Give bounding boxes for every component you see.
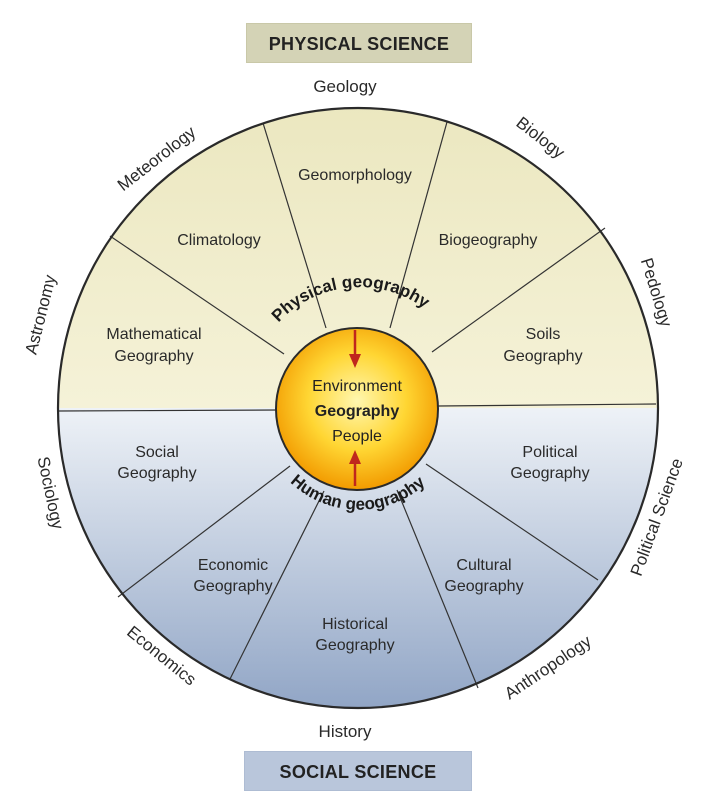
divider-social-south bbox=[117, 465, 291, 598]
discipline-sociology: Sociology bbox=[33, 455, 67, 532]
discipline-astronomy: Astronomy bbox=[22, 272, 60, 356]
sector-geomorphology: Geomorphology bbox=[298, 167, 412, 184]
divider-cultural-west bbox=[396, 489, 479, 689]
outer-ring bbox=[56, 106, 660, 710]
sector-climatology: Climatology bbox=[177, 232, 261, 249]
core-people: People bbox=[332, 428, 382, 445]
discipline-geology: Geology bbox=[313, 77, 377, 96]
sector-economic-line1: Economic bbox=[198, 557, 268, 574]
divider-geomorph-east bbox=[389, 121, 448, 329]
sector-social-line1: Social bbox=[135, 444, 179, 461]
sector-social-geography: Social Geography bbox=[117, 444, 196, 482]
sector-political-line2: Geography bbox=[510, 465, 589, 482]
social-science-banner: SOCIAL SCIENCE bbox=[244, 751, 472, 791]
sector-social-line2: Geography bbox=[117, 465, 196, 482]
divider-east bbox=[437, 403, 657, 407]
sector-soils-line2: Geography bbox=[503, 348, 582, 365]
core-environment: Environment bbox=[312, 378, 402, 395]
divider-economic-east bbox=[229, 490, 325, 680]
divider-political-south bbox=[425, 463, 599, 581]
core-geography: Geography bbox=[315, 403, 400, 420]
sector-cultural-line2: Geography bbox=[444, 578, 523, 595]
sector-mathematical-geography: Mathematical Geography bbox=[106, 326, 201, 365]
discipline-history: History bbox=[319, 722, 372, 741]
sector-soils-geography: Soils Geography bbox=[503, 326, 582, 365]
sector-soils-line1: Soils bbox=[526, 326, 561, 343]
divider-west bbox=[57, 409, 279, 412]
sector-dividers bbox=[57, 121, 657, 689]
physical-science-banner: PHYSICAL SCIENCE bbox=[246, 23, 472, 63]
sector-cultural-geography: Cultural Geography bbox=[444, 557, 523, 595]
sector-economic-line2: Geography bbox=[193, 578, 272, 595]
sector-cultural-line1: Cultural bbox=[456, 557, 511, 574]
geography-core bbox=[275, 327, 439, 491]
divider-geomorph-west bbox=[262, 122, 327, 329]
people-arrow bbox=[349, 450, 361, 486]
divider-biogeography-south bbox=[431, 227, 606, 353]
sector-biogeography: Biogeography bbox=[439, 232, 538, 249]
sector-historical-line1: Historical bbox=[322, 616, 388, 633]
sector-political-line1: Political bbox=[522, 444, 577, 461]
sector-mathematical-line1: Mathematical bbox=[106, 326, 201, 343]
sector-political-geography: Political Geography bbox=[510, 444, 589, 482]
sector-economic-geography: Economic Geography bbox=[193, 557, 272, 595]
environment-arrow bbox=[349, 330, 361, 368]
sector-mathematical-line2: Geography bbox=[114, 348, 193, 365]
sector-historical-geography: Historical Geography bbox=[315, 616, 394, 654]
divider-climatology-south bbox=[109, 235, 285, 355]
sector-historical-line2: Geography bbox=[315, 637, 394, 654]
